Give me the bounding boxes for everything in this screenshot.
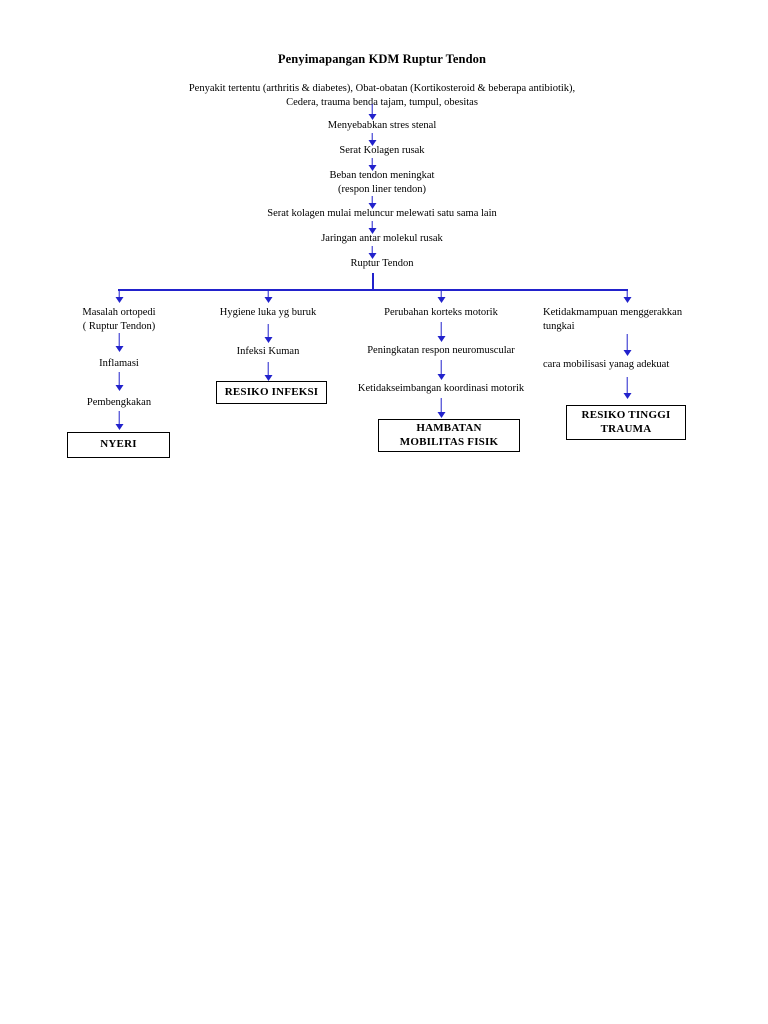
chain-step-1: Menyebabkan stres stenal (327, 120, 437, 131)
branch-1-arrow-2 (114, 372, 125, 391)
branch-2-arrow-1 (263, 324, 274, 343)
branch-3-step-1: Perubahan korteks motorik (384, 307, 498, 318)
arrow-step3-to-step4 (367, 196, 378, 209)
outcome-box-resiko-tinggi-trauma: RESIKO TINGGI TRAUMA (566, 405, 686, 440)
split-horizontal-bar (118, 289, 628, 291)
chain-step-6: Ruptur Tendon (350, 258, 414, 269)
split-connector-stem (372, 273, 374, 290)
chain-step-4: Serat kolagen mulai meluncur melewati sa… (267, 208, 497, 219)
arrow-step2-to-step3 (367, 158, 378, 171)
outcome-box-resiko-infeksi: RESIKO INFEKSI (216, 381, 327, 404)
branch-3-arrow-2 (436, 360, 447, 380)
outcome-box-nyeri: NYERI (67, 432, 170, 458)
branch-3-step-3: Ketidakseimbangan koordinasi motorik (357, 383, 525, 394)
branch-3-arrow-1 (436, 322, 447, 342)
branch-2-step-1: Hygiene luka yg buruk (219, 307, 317, 318)
branch-3-step-2: Peningkatan respon neuromuscular (367, 345, 515, 356)
branch-1-step-3: Pembengkakan (86, 397, 152, 408)
arrow-step1-to-step2 (367, 133, 378, 146)
branch-arrow-1 (114, 289, 125, 303)
chain-intro-text: Penyakit tertentu (arthritis & diabetes)… (188, 83, 576, 108)
branch-1-arrow-3 (114, 411, 125, 430)
page-title: Penyimapangan KDM Ruptur Tendon (277, 52, 487, 66)
chain-step-3: Beban tendon meningkat (respon liner ten… (329, 170, 435, 195)
arrow-intro-to-step1 (367, 104, 378, 120)
branch-arrow-2 (263, 289, 274, 303)
branch-4-step-2: cara mobilisasi yanag adekuat (543, 359, 670, 370)
arrow-step4-to-step5 (367, 221, 378, 234)
branch-4-arrow-2 (622, 377, 633, 399)
branch-2-arrow-2 (263, 362, 274, 381)
branch-3-arrow-3 (436, 398, 447, 418)
branch-1-arrow-1 (114, 333, 125, 352)
branch-1-step-1: Masalah ortopedi ( Ruptur Tendon) (82, 307, 156, 332)
branch-arrow-3 (436, 289, 447, 303)
chain-step-5: Jaringan antar molekul rusak (321, 233, 443, 244)
chain-step-2: Serat Kolagen rusak (339, 145, 425, 156)
branch-4-arrow-1 (622, 334, 633, 356)
outcome-box-hambatan-mobilitas-fisik: HAMBATAN MOBILITAS FISIK (378, 419, 520, 452)
arrow-step5-to-step6 (367, 246, 378, 259)
branch-2-step-2: Infeksi Kuman (236, 346, 300, 357)
branch-arrow-4 (622, 289, 633, 303)
branch-1-step-2: Inflamasi (99, 358, 139, 369)
branch-4-step-1: Ketidakmampuan menggerakkan tungkai (543, 307, 683, 332)
